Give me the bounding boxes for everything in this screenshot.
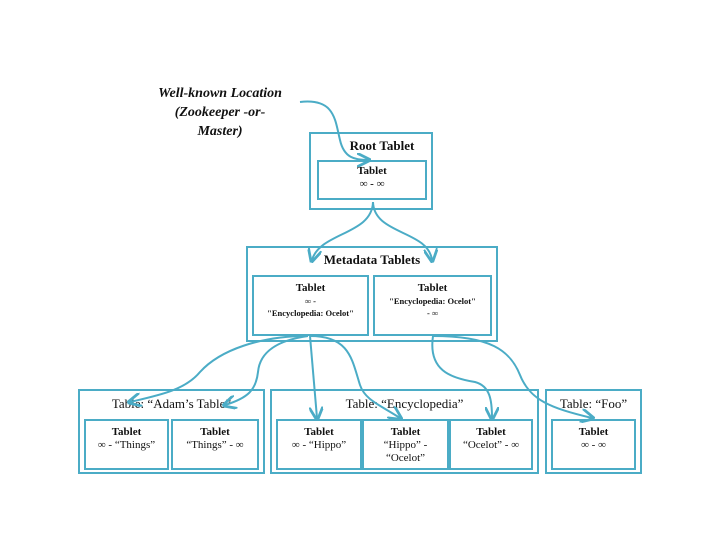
tablet-range: ∞ - ∞ (581, 439, 606, 451)
tablet-range-start: “Hippo” - (383, 439, 428, 451)
tablet-label: Tablet (111, 426, 142, 438)
well-known-line-2: (Zookeeper -or- (174, 105, 266, 120)
metadata-tablet-1[interactable]: Tablet ∞ - "Encyclopedia: Ocelot" (252, 275, 369, 336)
tablet-range: ∞ - ∞ (359, 178, 385, 190)
encyclopedia-tablet-2[interactable]: Tablet “Hippo” - “Ocelot” (362, 419, 449, 470)
tablet-label: Tablet (417, 282, 448, 294)
foo-table-title: Table: “Foo” (559, 396, 628, 411)
root-tablet-title: Root Tablet (349, 138, 415, 153)
tablet-range: ∞ - “Things” (97, 439, 156, 451)
metadata-tablets-title: Metadata Tablets (323, 252, 421, 267)
tablet-range-start: ∞ - (304, 296, 316, 306)
tablet-range-start: "Encyclopedia: Ocelot" (389, 296, 476, 306)
tablet-label: Tablet (578, 426, 609, 438)
foo-tablet-1[interactable]: Tablet ∞ - ∞ (551, 419, 636, 470)
well-known-line-3: Master) (197, 124, 243, 139)
tablet-range: ∞ - “Hippo” (291, 439, 347, 451)
tablet-label: Tablet (200, 426, 230, 438)
tablet-label: Tablet (304, 426, 334, 438)
adams-table-title: Table: “Adam’s Table” (111, 396, 232, 411)
tablet-label: Tablet (476, 426, 506, 438)
tablet-range: “Ocelot” - ∞ (462, 439, 520, 451)
adams-tablet-1[interactable]: Tablet ∞ - “Things” (84, 419, 169, 470)
well-known-line-1: Well-known Location (158, 86, 282, 101)
tablet-label: Tablet (295, 282, 326, 294)
tablet-range-end: "Encyclopedia: Ocelot" (267, 308, 354, 318)
well-known-location-label: Well-known Location (Zookeeper -or- Mast… (140, 84, 300, 141)
encyclopedia-table-title: Table: “Encyclopedia” (345, 396, 464, 411)
adams-tablet-2[interactable]: Tablet “Things” - ∞ (171, 419, 259, 470)
root-tablet[interactable]: Tablet ∞ - ∞ (317, 160, 427, 200)
tablet-range-end: - ∞ (426, 308, 438, 318)
tablet-label: Tablet (390, 426, 421, 438)
encyclopedia-tablet-1[interactable]: Tablet ∞ - “Hippo” (276, 419, 362, 470)
tablet-range: “Things” - ∞ (186, 439, 244, 451)
tablet-range-end: “Ocelot” (385, 452, 426, 464)
metadata-tablet-2[interactable]: Tablet "Encyclopedia: Ocelot" - ∞ (373, 275, 492, 336)
encyclopedia-tablet-3[interactable]: Tablet “Ocelot” - ∞ (449, 419, 533, 470)
tablet-label: Tablet (357, 165, 387, 177)
